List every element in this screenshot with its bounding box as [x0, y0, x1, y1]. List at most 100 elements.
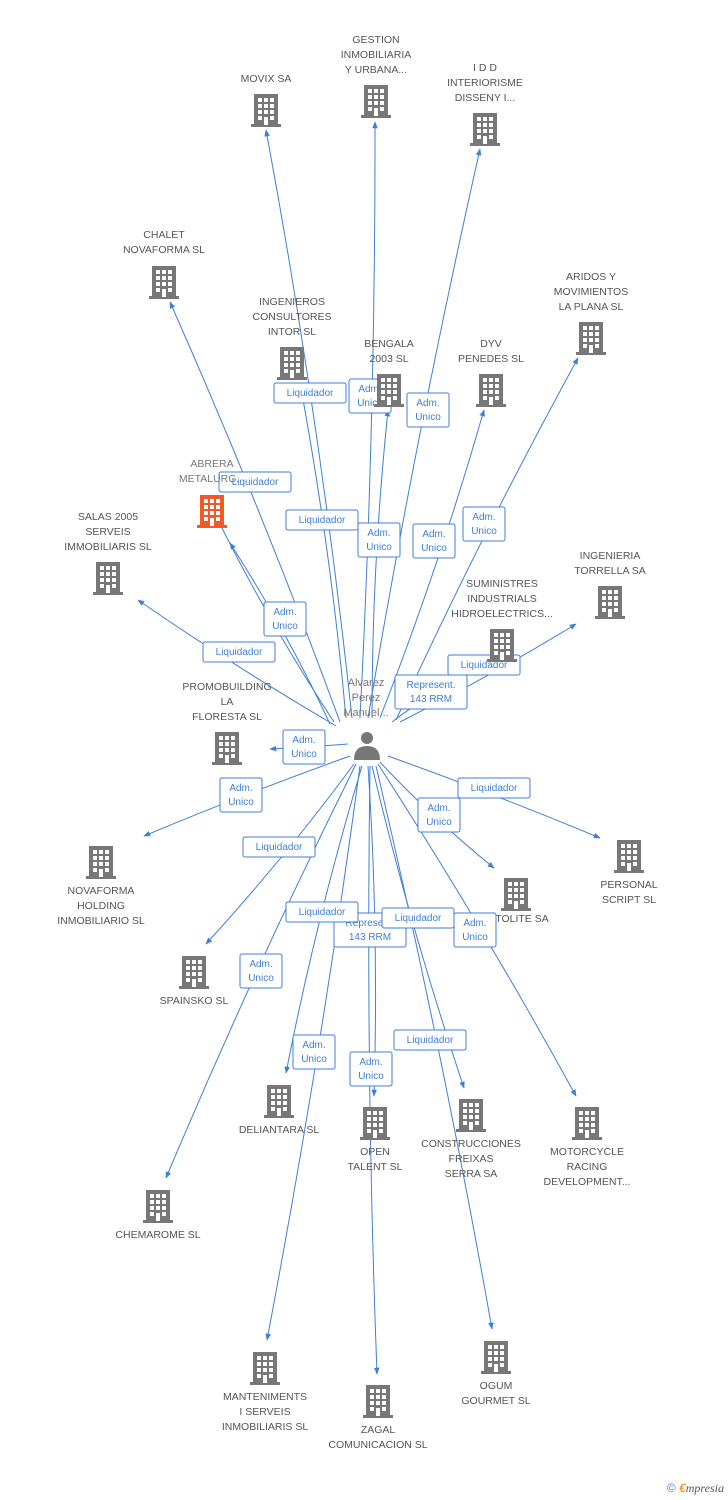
company-node-deliantara[interactable]: DELIANTARA SL [239, 1085, 319, 1136]
building-icon [250, 1352, 280, 1385]
company-name-line: CONSULTORES [253, 311, 332, 323]
edge-label-chalet[interactable]: Liquidador [273, 382, 347, 404]
edge-label-abrera2[interactable]: Adm.Unico [263, 601, 307, 637]
edge-label-box [394, 674, 468, 710]
company-name-line: MOTORCYCLE [550, 1146, 624, 1158]
company-node-movix[interactable]: MOVIX SA [241, 73, 292, 127]
edge-label-novaforma_holding[interactable]: Adm.Unico [219, 777, 263, 813]
company-name-line: 2003 SL [369, 353, 408, 365]
edge-label-text: Unico [291, 749, 317, 760]
edge-label-text: Liquidador [216, 647, 263, 658]
edge-label-ogum[interactable]: Liquidador [381, 907, 455, 929]
edge-line [298, 382, 347, 719]
edge-label-chemarome[interactable]: Adm.Unico [239, 953, 283, 989]
edge-label-abrera[interactable]: Liquidador [218, 471, 292, 493]
company-name-line: INMOBILIARIA [341, 49, 412, 61]
edge-label-tolite[interactable]: Adm.Unico [417, 797, 461, 833]
edge-label-ingenieros[interactable]: Liquidador [285, 509, 359, 531]
edge-label-box [393, 1029, 467, 1051]
company-name-line: DEVELOPMENT... [544, 1176, 631, 1188]
edge-label-zagal[interactable]: Adm.Unico [349, 1051, 393, 1087]
edge-label-box [285, 509, 359, 531]
edge-bengala[interactable] [371, 409, 391, 719]
edge-label-personal[interactable]: Liquidador [457, 777, 531, 799]
company-name-line: MOVIMIENTOS [554, 286, 628, 298]
edge-label-box [417, 797, 461, 833]
edge-gestion[interactable] [359, 121, 378, 719]
edge-label-box [219, 777, 263, 813]
building-icon [179, 956, 209, 989]
company-name-line: OGUM [480, 1380, 513, 1392]
edge-label-text: Liquidador [299, 907, 346, 918]
edge-label-construcciones[interactable]: Liquidador [393, 1029, 467, 1051]
edge-label-motorcycle[interactable]: Adm.Unico [453, 912, 497, 948]
edge-line [264, 129, 353, 719]
person-icon [354, 732, 380, 760]
company-name-line: PERSONAL [600, 879, 657, 891]
edge-idd[interactable] [367, 148, 482, 719]
company-name-line: PENEDES SL [458, 353, 524, 365]
edge-line [371, 409, 391, 719]
center-node[interactable]: AlvarezPerezManuel... [343, 677, 389, 760]
edge-label-spainsko[interactable]: Liquidador [242, 836, 316, 858]
edge-label-promobuilding[interactable]: Adm.Unico [282, 729, 326, 765]
edge-label-text: Adm. [367, 528, 390, 539]
company-name-line: ARIDOS Y [566, 271, 616, 283]
brand-name: mpresia [685, 1481, 724, 1495]
company-node-spainsko[interactable]: SPAINSKO SL [160, 956, 229, 1007]
edge-label-aridos[interactable]: Adm.Unico [462, 506, 506, 542]
company-node-chemarome[interactable]: CHEMAROME SL [115, 1190, 201, 1241]
company-name-line: INMOBILIARIO SL [57, 915, 145, 927]
edge-label-text: Liquidador [232, 477, 279, 488]
person-name-line: Perez [352, 692, 381, 704]
company-node-motorcycle[interactable]: MOTORCYCLERACINGDEVELOPMENT... [544, 1107, 631, 1188]
edge-label-dyv[interactable]: Adm.Unico [412, 523, 456, 559]
edge-movix[interactable] [264, 129, 353, 719]
edge-label-text: Liquidador [461, 660, 508, 671]
edge-label-suministres[interactable]: Represent.143 RRM [394, 674, 468, 710]
company-name-line: LA PLANA SL [559, 301, 624, 313]
company-name-line: SUMINISTRES [466, 578, 538, 590]
edge-label-box [263, 601, 307, 637]
footer-brand[interactable]: © €mpresia [667, 1481, 724, 1496]
company-name-line: HIDROELECTRICS... [451, 608, 553, 620]
edge-label-salas[interactable]: Liquidador [202, 641, 276, 663]
company-name-line: HOLDING [77, 900, 125, 912]
building-icon [572, 1107, 602, 1140]
edge-salas[interactable] [137, 599, 337, 727]
edge-ingenieros[interactable] [298, 382, 347, 719]
company-name-line: I D D [473, 62, 497, 74]
edge-label-deliantara[interactable]: Adm.Unico [292, 1034, 336, 1070]
edge-label-idd[interactable]: Adm.Unico [406, 392, 450, 428]
company-name-line: INGENIEROS [259, 296, 325, 308]
company-node-suministres[interactable]: SUMINISTRES INDUSTRIALS HIDROELECTRICS... [451, 578, 553, 662]
edge-label-box [282, 729, 326, 765]
company-name-line: MANTENIMENTS [223, 1391, 307, 1403]
company-node-abrera[interactable]: ABRERAMETALURG... [179, 458, 245, 528]
company-node-aridos[interactable]: ARIDOS Y MOVIMIENTOS LA PLANA SL [554, 271, 628, 355]
building-icon [481, 1341, 511, 1374]
edge-label-bengala[interactable]: Adm.Unico [357, 522, 401, 558]
company-name-line: INDUSTRIALS [467, 593, 536, 605]
edge-label-manteniments[interactable]: Liquidador [285, 901, 359, 923]
company-name-line: FREIXAS [449, 1153, 494, 1165]
edge-chalet[interactable] [169, 301, 341, 723]
company-node-tolite[interactable]: TOLITE SA [495, 878, 549, 925]
